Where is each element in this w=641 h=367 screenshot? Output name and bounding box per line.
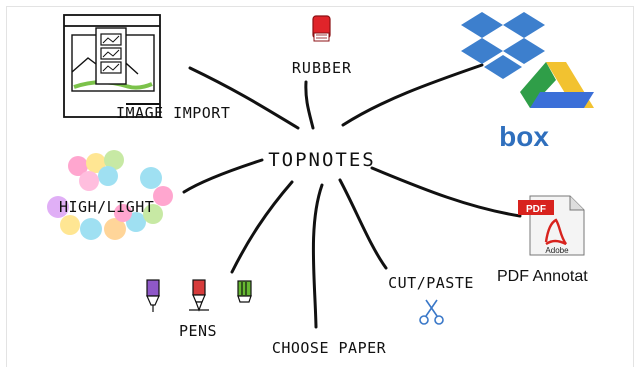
connector-highlight xyxy=(182,158,264,194)
image-import-label: IMAGE IMPORT xyxy=(116,104,230,122)
adobe-label: Adobe xyxy=(545,246,569,255)
connector-choose-paper xyxy=(311,183,324,329)
google-drive-icon xyxy=(520,62,594,108)
rubber-label: RUBBER xyxy=(292,59,352,77)
frame-border xyxy=(6,6,634,367)
highlight-dots-icon xyxy=(47,150,173,240)
eraser-icon xyxy=(312,15,331,42)
pen-nibs-icon xyxy=(146,279,252,312)
connector-dropbox xyxy=(341,63,484,127)
connector-rubber xyxy=(304,80,315,130)
pdf-document-icon: PDF Adobe xyxy=(518,195,585,256)
box-logo: box xyxy=(499,121,549,152)
connector-image-import xyxy=(188,66,300,130)
dropbox-icon xyxy=(461,12,545,79)
choose-paper-label: CHOOSE PAPER xyxy=(272,339,387,357)
connector-pens xyxy=(230,180,294,274)
scissors-icon xyxy=(419,299,444,325)
cut-paste-label: CUT/PASTE xyxy=(388,274,474,292)
highlight-label: HIGH/LIGHT xyxy=(59,198,154,216)
connectors xyxy=(182,63,522,329)
connector-pdf xyxy=(370,166,522,218)
center-label: TOPNOTES xyxy=(268,149,376,171)
pdf-badge: PDF xyxy=(526,204,546,215)
pdf-annotate-label: PDF Annotat xyxy=(497,268,588,285)
image-window-icon xyxy=(63,14,161,118)
connector-cut-paste xyxy=(338,178,388,270)
pens-label: PENS xyxy=(179,322,217,340)
topnotes-center-node: TOPNOTES xyxy=(268,149,376,171)
